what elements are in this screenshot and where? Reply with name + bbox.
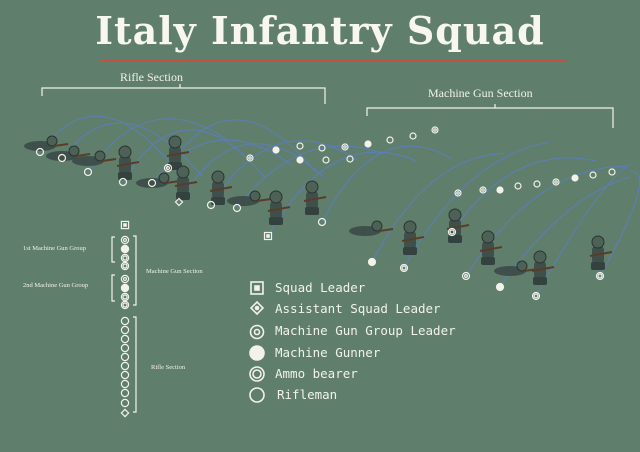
machine-gunner-symbol: [572, 175, 578, 181]
assistant-leader-symbol: [121, 409, 128, 416]
movement-path: [404, 142, 550, 268]
legend-assistant-squad-leader: Assistant Squad Leader: [275, 301, 441, 316]
rifleman-symbol: [121, 362, 128, 369]
rifleman-symbol: [347, 156, 353, 162]
rifleman-symbol: [590, 172, 596, 178]
soldiers: [24, 136, 612, 285]
group-leader-symbol: [480, 187, 486, 193]
rifleman-symbol: [121, 317, 128, 324]
group-leader-symbol: [342, 144, 348, 150]
movement-path: [452, 158, 595, 232]
group-leader-symbol: [121, 236, 128, 243]
rifleman-symbol: [534, 181, 540, 187]
soldier-figure: [480, 231, 502, 265]
rifleman-symbol: [387, 137, 393, 143]
rifleman-symbol: [121, 371, 128, 378]
mg-section-bracket: [367, 108, 613, 128]
machine-gunner-symbol: [121, 284, 128, 291]
legend-rifleman: Rifleman: [277, 387, 337, 402]
rifleman-symbol: [121, 353, 128, 360]
rifleman-icon: [250, 388, 264, 402]
soldier-figure: [175, 166, 197, 200]
soldier-figure: [349, 221, 393, 236]
soldier-figure: [24, 136, 68, 151]
soldier-figure: [532, 251, 554, 285]
rifleman-symbol: [121, 344, 128, 351]
legend-squad-leader: Squad Leader: [275, 280, 365, 295]
legend-machine-gunner: Machine Gunner: [275, 345, 380, 360]
legend-icons: [250, 282, 264, 402]
machine-gunner-icon: [250, 346, 264, 360]
machine-gunner-symbol: [497, 284, 504, 291]
machine-gunner-symbol: [365, 141, 371, 147]
ammo-bearer-icon: [250, 367, 264, 381]
soldier-figure: [494, 261, 538, 276]
machine-gun-group-leader-icon: [251, 326, 264, 339]
movement-path: [322, 146, 452, 222]
machine-gunner-symbol: [121, 245, 128, 252]
rifleman-symbol: [515, 183, 521, 189]
soldier-figure: [590, 236, 612, 270]
machine-gunner-symbol: [273, 147, 279, 153]
rifleman-symbol: [323, 157, 329, 163]
soldier-figure: [117, 146, 139, 180]
soldier-figure: [268, 191, 290, 225]
machine-gunner-symbol: [297, 157, 303, 163]
rifleman-symbol: [121, 380, 128, 387]
legend-mg-group-leader: Machine Gun Group Leader: [275, 323, 456, 338]
rifleman-symbol: [609, 169, 615, 175]
legend-ammo-bearer: Ammo bearer: [275, 366, 358, 381]
rifleman-symbol: [121, 335, 128, 342]
soldier-figure: [304, 181, 326, 215]
group-leader-symbol: [121, 275, 128, 282]
rifleman-symbol: [121, 326, 128, 333]
machine-gunner-symbol: [369, 259, 376, 266]
rifleman-symbol: [121, 399, 128, 406]
machine-gunner-symbol: [497, 187, 503, 193]
soldier-figure: [402, 221, 424, 255]
rifleman-symbol: [121, 389, 128, 396]
movement-path: [88, 119, 228, 172]
group-leader-symbol: [432, 127, 438, 133]
movement-paths: [40, 116, 640, 296]
movement-path: [536, 164, 630, 296]
rifleman-symbol: [297, 143, 303, 149]
rifleman-symbol: [410, 133, 416, 139]
rifle-section-bracket: [42, 88, 325, 104]
